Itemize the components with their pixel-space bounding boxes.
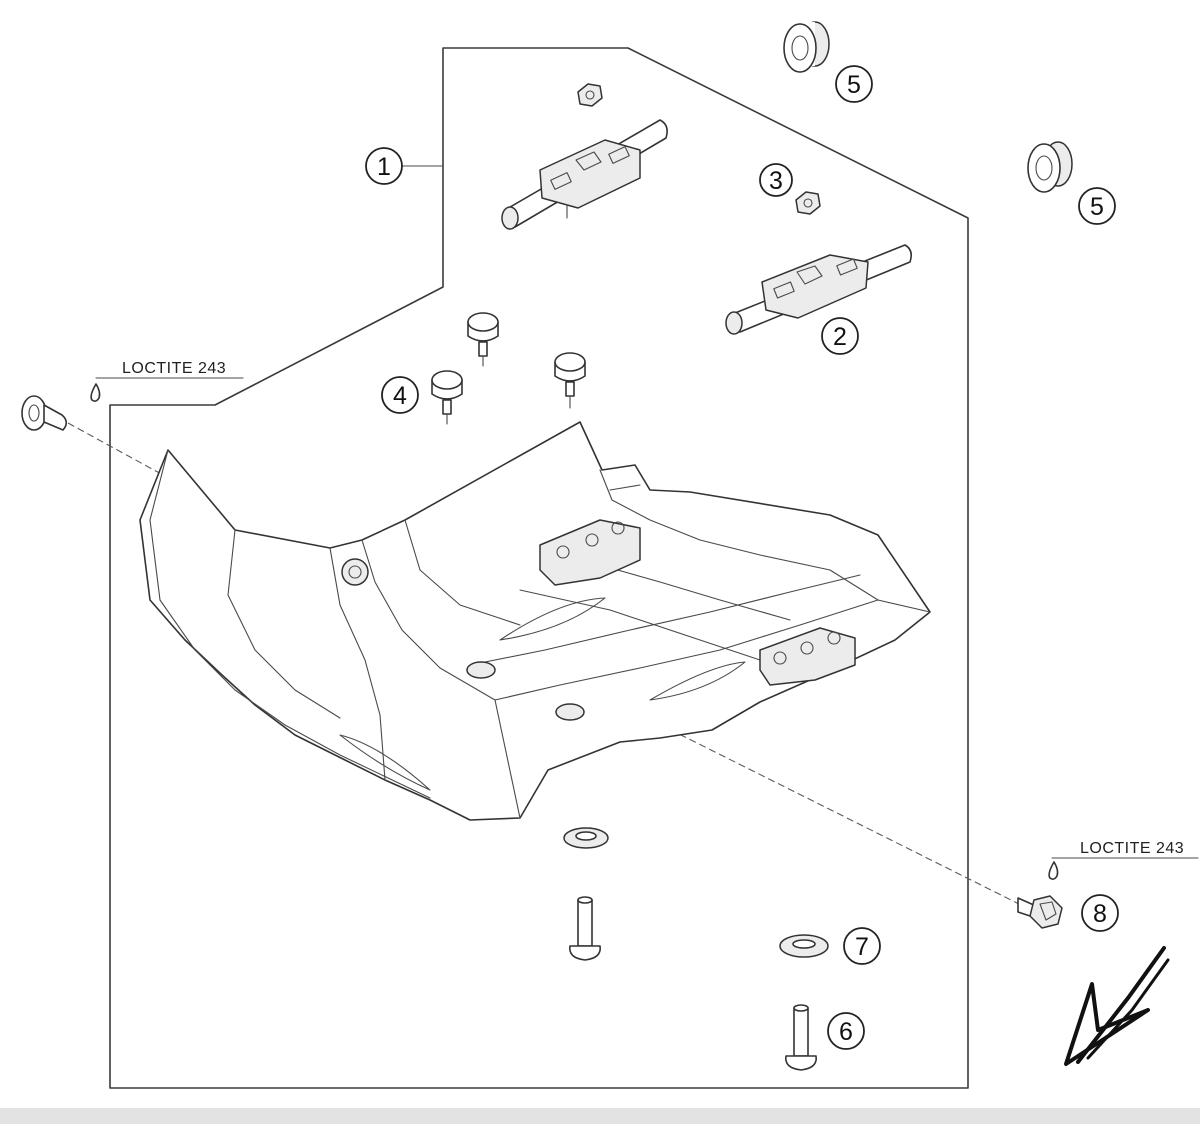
mounting-bracket-2	[725, 244, 912, 335]
bolt-6	[784, 1004, 818, 1071]
bolt-center	[568, 896, 602, 961]
loctite-note-right: LOCTITE 243	[1080, 840, 1184, 857]
rubber-bushing-5b	[1027, 141, 1073, 193]
callout-2: 2	[821, 317, 859, 355]
rubber-buffer-4c	[554, 352, 586, 409]
loctite-drop-right-icon	[1048, 861, 1059, 880]
screw-left	[21, 395, 68, 431]
callout-8: 8	[1081, 894, 1119, 932]
svg-text:1: 1	[377, 153, 391, 181]
callout-4: 4	[381, 376, 419, 414]
loctite-drop-left-icon	[90, 383, 101, 402]
nut-3	[795, 191, 821, 215]
skid-plate	[139, 421, 931, 821]
washer-center	[563, 827, 609, 849]
svg-text:7: 7	[855, 933, 869, 961]
callout-1: 1	[365, 147, 403, 185]
rubber-buffer-4a	[467, 312, 499, 367]
mounting-bracket-1	[501, 119, 668, 230]
svg-text:2: 2	[833, 323, 847, 351]
callout-6: 6	[827, 1012, 865, 1050]
rubber-bushing-5a	[783, 21, 830, 73]
assembly-frame	[109, 47, 969, 1089]
direction-arrow-icon	[1064, 946, 1170, 1066]
screw-8	[1017, 895, 1063, 929]
callout-5a: 5	[835, 65, 873, 103]
nut-upper	[577, 83, 603, 107]
callout-3: 3	[759, 163, 793, 197]
svg-text:6: 6	[839, 1018, 853, 1046]
svg-text:3: 3	[769, 167, 783, 195]
loctite-note-left: LOCTITE 243	[122, 360, 226, 377]
footer-bar	[0, 1108, 1200, 1124]
callout-7: 7	[843, 927, 881, 965]
svg-text:4: 4	[393, 382, 407, 410]
svg-text:5: 5	[1090, 193, 1104, 221]
callout-5b: 5	[1078, 187, 1116, 225]
svg-text:5: 5	[847, 71, 861, 99]
svg-text:8: 8	[1093, 900, 1107, 928]
washer-7	[779, 934, 829, 958]
rubber-buffer-4b	[431, 370, 463, 425]
